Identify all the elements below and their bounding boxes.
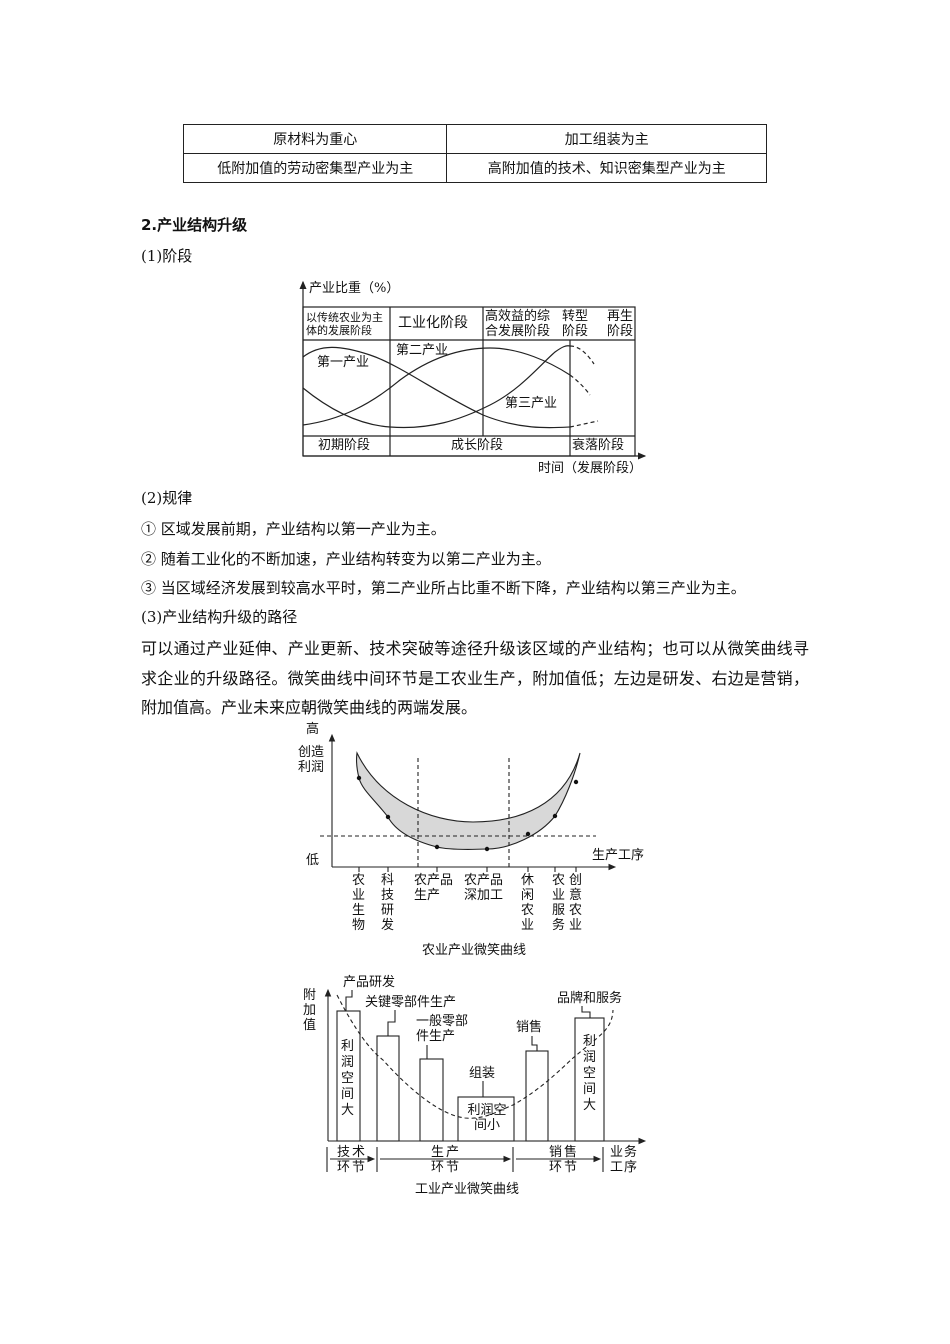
profit-big-label: 利润空间大 [583, 1034, 597, 1113]
value-bar [574, 1017, 605, 1142]
series-label: 第二产业 [396, 343, 449, 358]
value-bar [457, 1096, 515, 1142]
y-high-label: 高 [306, 722, 320, 737]
segment-label: 销售环节 [549, 1145, 580, 1175]
value-bar [419, 1058, 444, 1142]
bar-label: 品牌和服务 [557, 991, 623, 1006]
fig2-ylabel: 创造利润 [298, 745, 325, 775]
fig2-caption: 农业产业微笑曲线 [422, 943, 527, 958]
stage-label: 高效益的综合发展阶段 [485, 309, 551, 339]
table-cell: 低附加值的劳动密集型产业为主 [182, 153, 448, 183]
stage-point [385, 814, 391, 820]
stage-diagram [299, 280, 647, 460]
value-bar [525, 1050, 549, 1142]
fig3-xlabel: 业务工序 [610, 1145, 639, 1175]
stage-point [356, 775, 362, 781]
profit-big-label: 利润空间大 [341, 1039, 355, 1118]
table-cell: 原材料为重心 [182, 124, 448, 154]
stage-label: 农产品生产 [414, 873, 454, 903]
rule-item: ③ 当区域经济发展到较高水平时，第二产业所占比重不断下降，产业结构以第三产业为主… [141, 579, 746, 597]
stage-label: 再生阶段 [607, 309, 634, 339]
fig1-ylabel: 产业比重（%） [309, 281, 400, 296]
comparison-table: 原材料为重心 加工组装为主 低附加值的劳动密集型产业为主 高附加值的技术、知识密… [182, 124, 767, 183]
stage-label: 创意农业 [569, 873, 583, 933]
bar-label: 一般零部件生产 [416, 1014, 469, 1044]
table-cell: 加工组装为主 [446, 124, 767, 154]
fig3-ylabel: 附加值 [303, 988, 317, 1033]
value-added-curve [336, 994, 614, 1119]
bar-label: 产品研发 [343, 975, 396, 990]
profit-band [356, 751, 581, 850]
stage-label: 农业服务 [552, 873, 566, 933]
subheading-rules: (2)规律 [141, 489, 193, 507]
profit-small-label: 利润空间小 [467, 1103, 507, 1133]
bar-label: 组装 [469, 1066, 496, 1081]
stage-point [434, 844, 440, 850]
stage-point [573, 779, 579, 785]
subheading-path: (3)产业结构升级的路径 [141, 608, 298, 626]
period-label: 初期阶段 [318, 438, 371, 453]
section-heading: 2.产业结构升级 [141, 216, 248, 234]
fig2-xlabel: 生产工序 [592, 848, 645, 863]
y-low-label: 低 [306, 853, 320, 868]
stage-label: 工业化阶段 [398, 315, 468, 331]
series-label: 第三产业 [505, 396, 558, 411]
stage-point [525, 831, 531, 837]
stage-label: 转型阶段 [562, 309, 589, 339]
segment-label: 技术环节 [337, 1145, 368, 1175]
stage-label: 休闲农业 [521, 873, 535, 933]
industry-smile-curve [324, 988, 647, 1172]
stage-label: 以传统农业为主体的发展阶段 [306, 311, 383, 337]
value-bar [376, 1035, 400, 1142]
table-row: 低附加值的劳动密集型产业为主 高附加值的技术、知识密集型产业为主 [182, 153, 767, 183]
primary-industry-curve [302, 346, 571, 429]
stage-point [484, 846, 490, 852]
agri-stage-points [356, 775, 579, 852]
stage-label: 农产品深加工 [464, 873, 504, 903]
secondary-industry-curve [302, 347, 571, 426]
rule-item: ① 区域发展前期，产业结构以第一产业为主。 [141, 520, 446, 538]
bar-label: 销售 [516, 1020, 543, 1035]
stage-point [552, 813, 558, 819]
fig3-caption: 工业产业微笑曲线 [415, 1182, 520, 1197]
rule-item: ② 随着工业化的不断加速，产业结构转变为以第二产业为主。 [141, 550, 551, 568]
period-label: 成长阶段 [451, 438, 504, 453]
agri-smile-curve [320, 733, 617, 872]
period-label: 衰落阶段 [572, 438, 625, 453]
path-paragraph: 可以通过产业延伸、产业更新、技术突破等途径升级该区域的产业结构；也可以从微笑曲线… [141, 639, 809, 717]
tertiary-industry-curve [302, 345, 571, 429]
stage-label: 农业生物 [352, 873, 366, 933]
value-bar [336, 1010, 361, 1142]
segment-label: 生产环节 [431, 1145, 462, 1175]
subheading-stages: (1)阶段 [141, 247, 193, 265]
fig1-xlabel: 时间（发展阶段） [538, 461, 643, 476]
stage-frame [302, 306, 636, 457]
stage-label: 科技研发 [381, 873, 395, 933]
table-cell: 高附加值的技术、知识密集型产业为主 [446, 153, 767, 183]
series-label: 第一产业 [317, 355, 370, 370]
bar-label: 关键零部件生产 [365, 995, 457, 1010]
table-row: 原材料为重心 加工组装为主 [182, 124, 767, 154]
